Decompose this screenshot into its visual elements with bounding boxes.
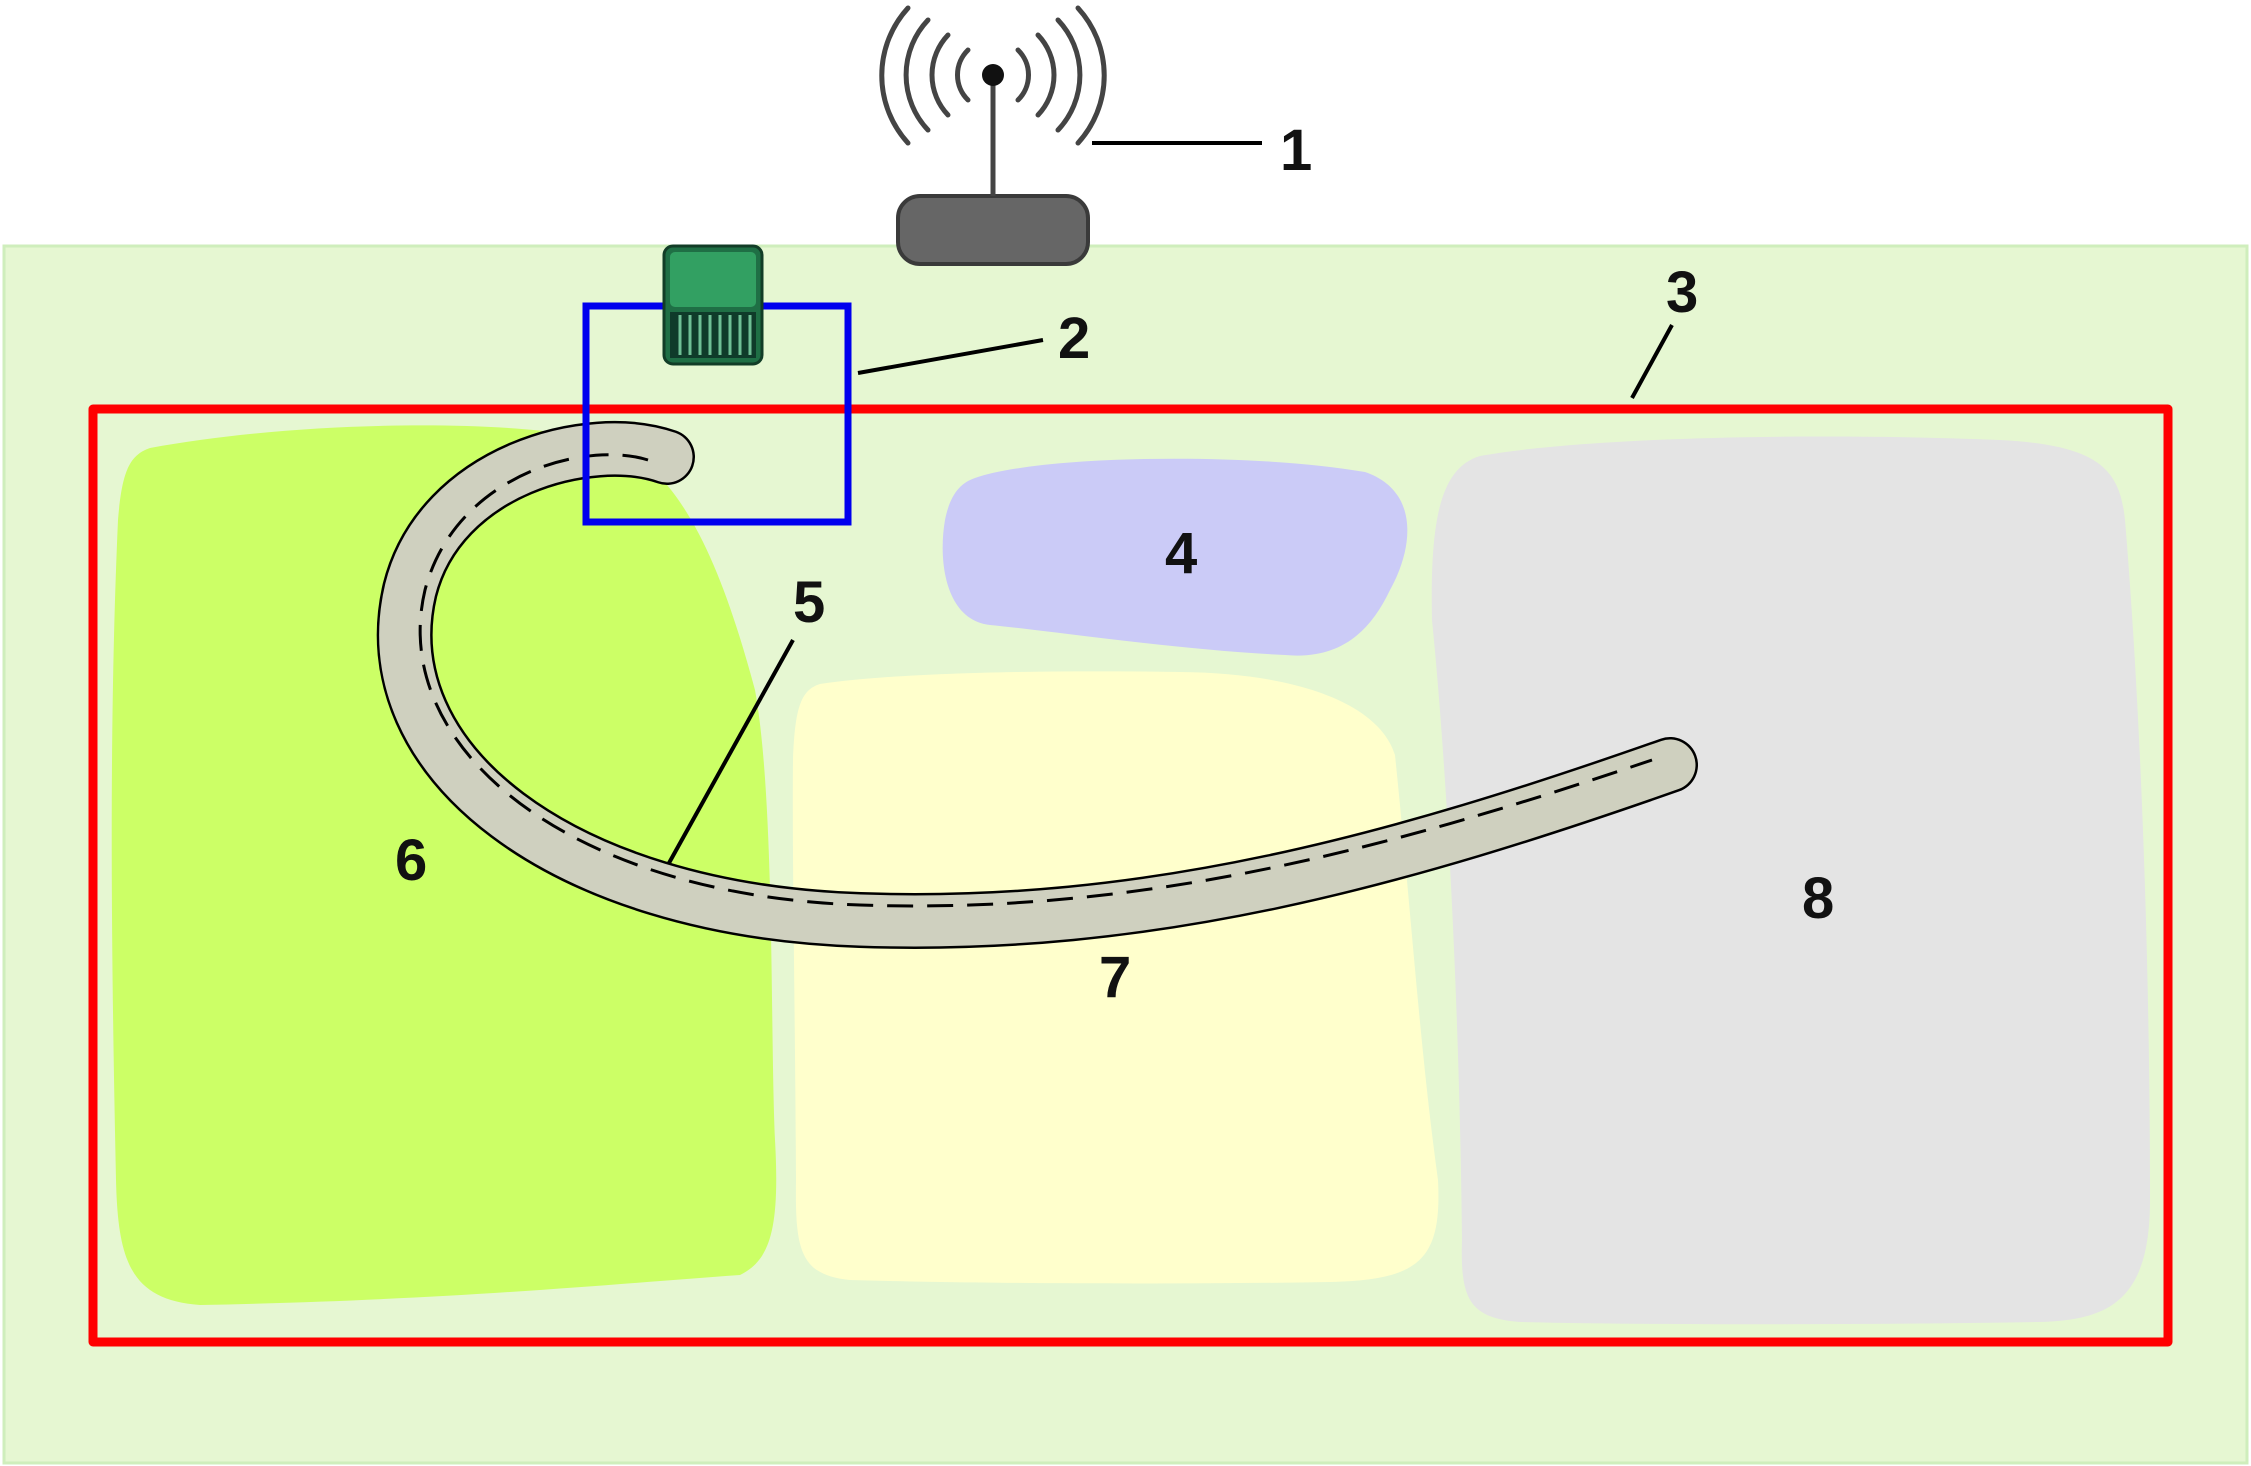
label-4: 4	[1165, 521, 1197, 586]
area-8	[1431, 436, 2150, 1325]
area-7	[792, 671, 1439, 1284]
charging-station-icon	[662, 244, 764, 366]
label-6: 6	[395, 828, 427, 893]
guide-path	[376, 420, 1698, 949]
leader-line-3	[1630, 324, 1674, 399]
label-5: 5	[793, 570, 825, 635]
label-1: 1	[1280, 118, 1312, 183]
area-4	[942, 458, 1408, 656]
guide-path-centerline	[418, 453, 1653, 908]
antenna-icon	[879, 5, 1107, 266]
label-3: 3	[1666, 260, 1698, 325]
leader-line-2	[857, 338, 1044, 375]
boundary-wire	[88, 404, 2173, 1347]
label-7: 7	[1099, 945, 1131, 1010]
label-2: 2	[1058, 306, 1090, 371]
area-6	[111, 425, 777, 1305]
leader-line-5	[667, 639, 795, 864]
label-8: 8	[1802, 866, 1834, 931]
